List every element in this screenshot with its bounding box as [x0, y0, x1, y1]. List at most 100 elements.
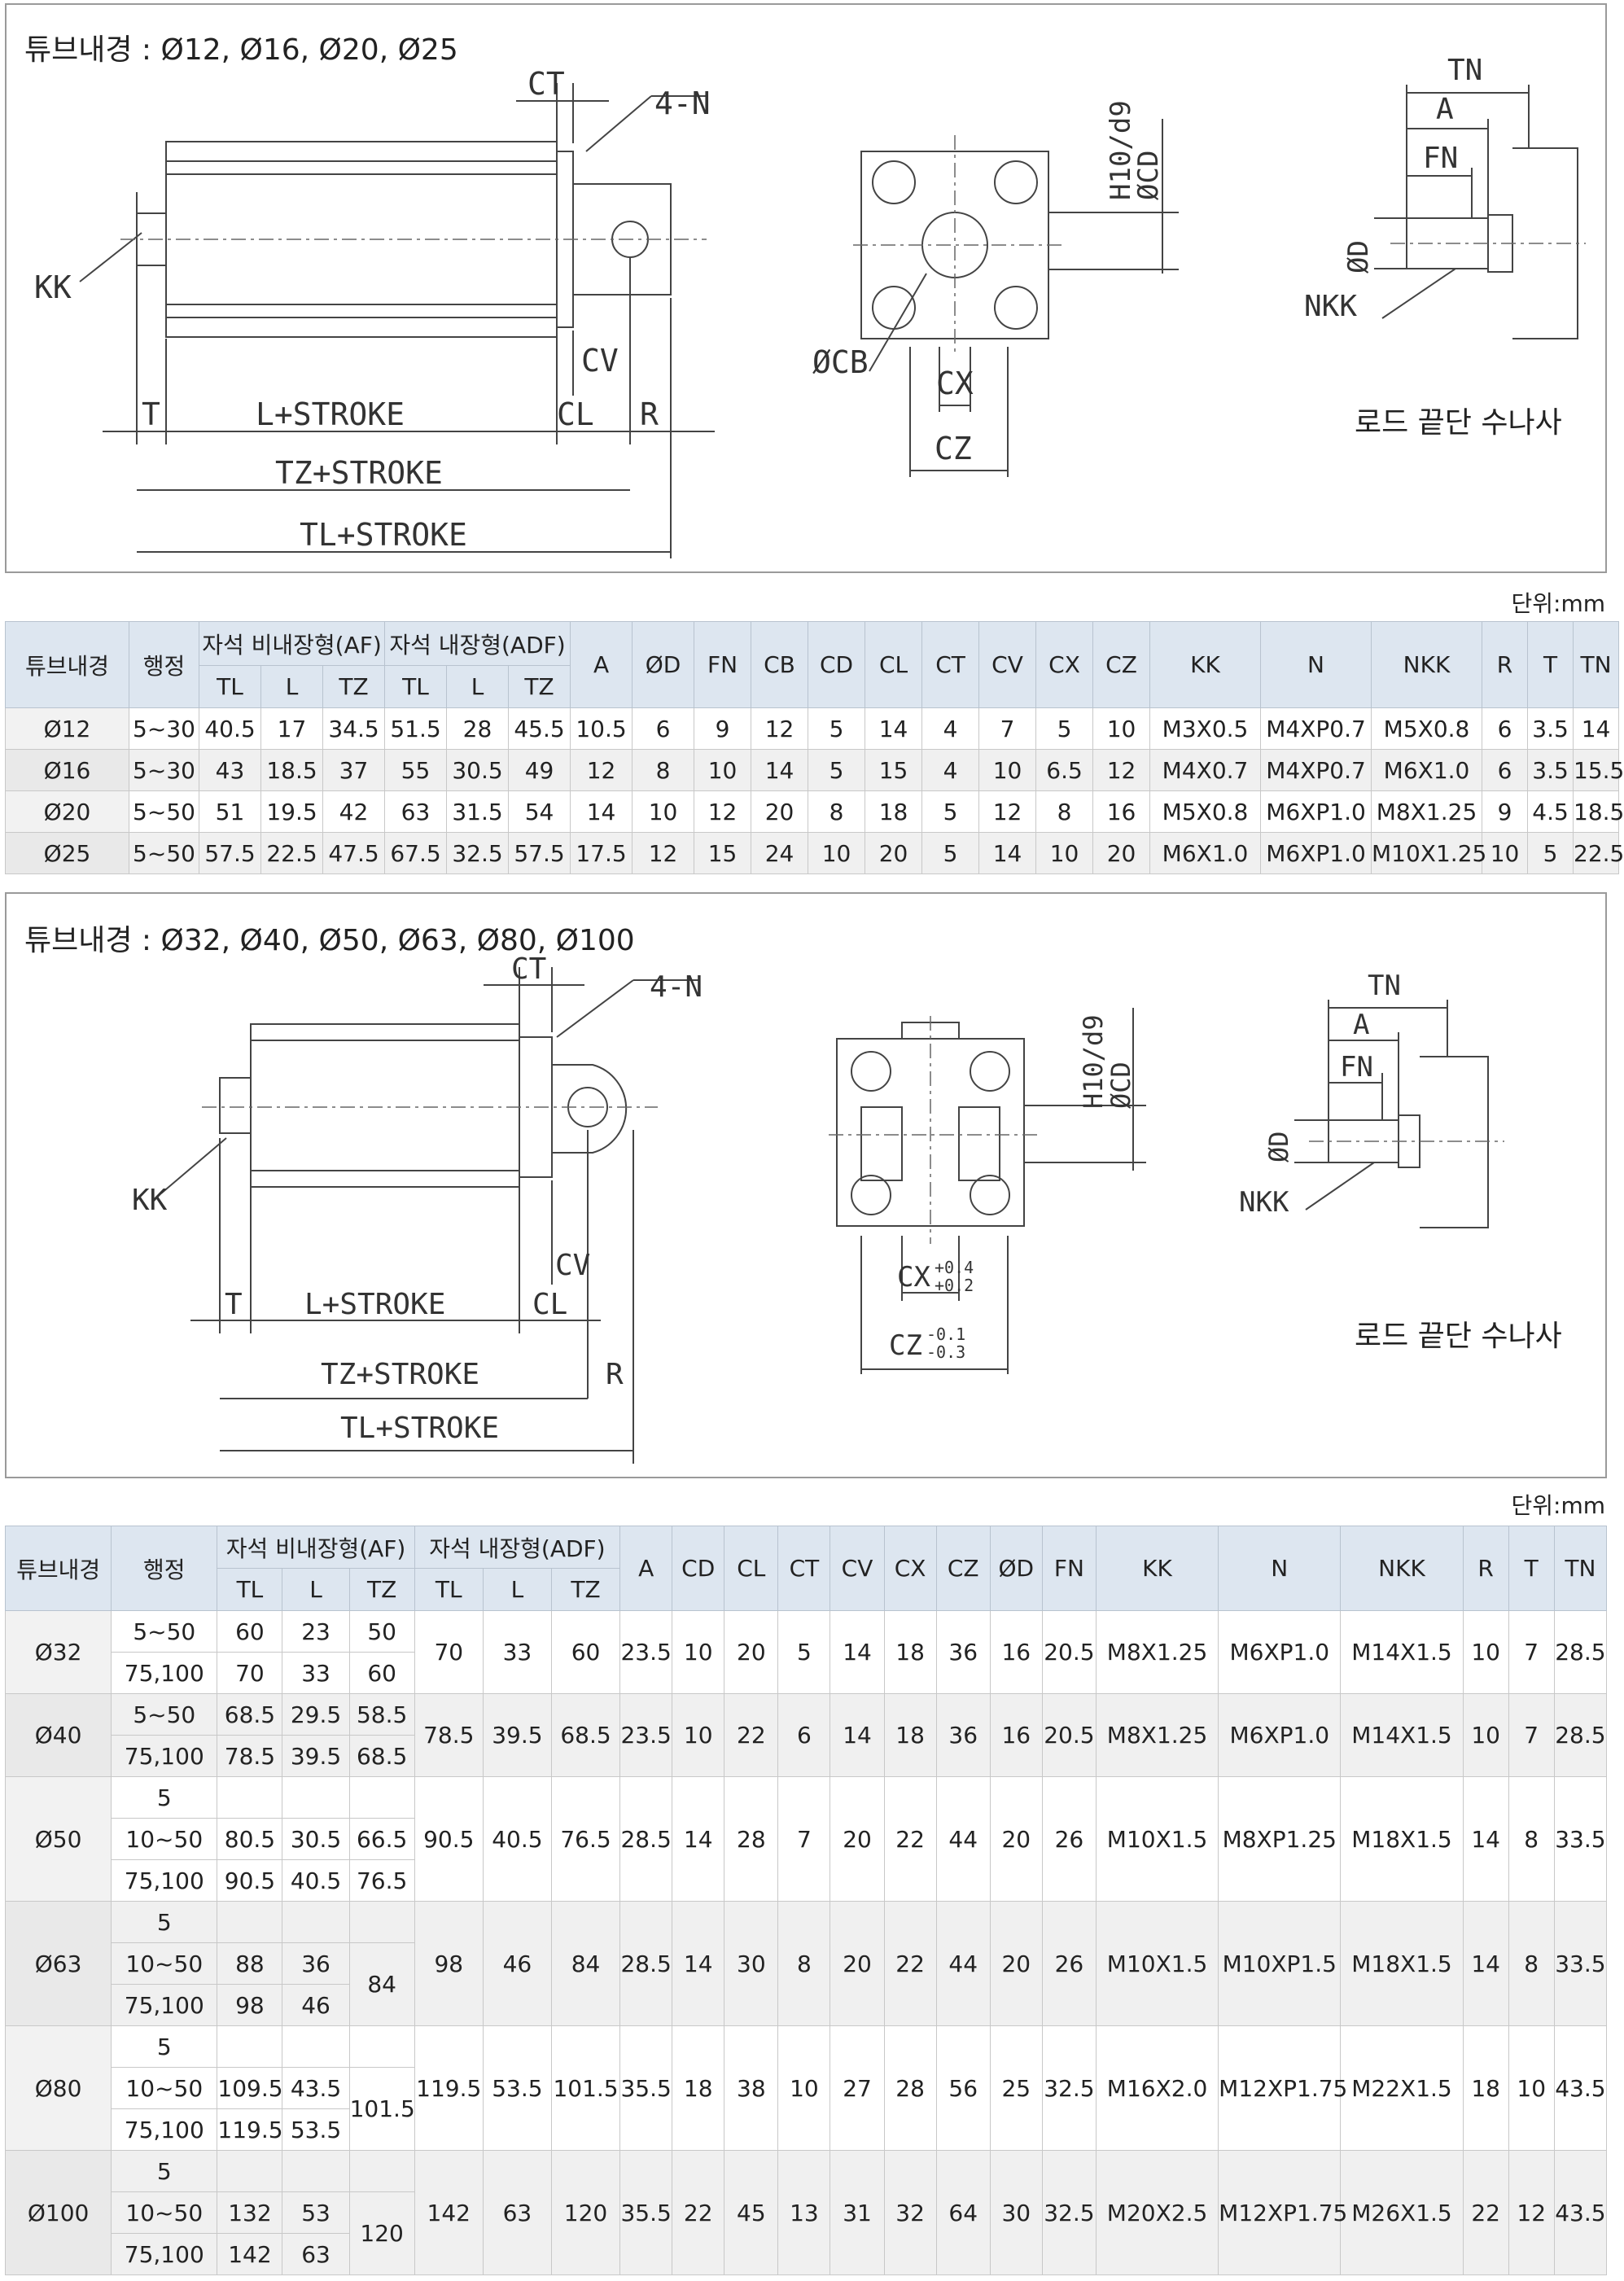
table-cell: M12XP1.75 — [1218, 2025, 1347, 2151]
header-col: ØD — [989, 1526, 1043, 1611]
header-sub: TZ — [507, 665, 571, 708]
table-cell: 60 — [217, 1610, 283, 1653]
table-cell: 88 — [217, 1942, 283, 1985]
table-cell: 40.5 — [282, 1859, 350, 1902]
label-a: A — [1436, 93, 1454, 126]
table-cell: 90.5 — [217, 1859, 283, 1902]
label-d: ØD — [1342, 240, 1375, 274]
header-col: TN — [1553, 1526, 1608, 1611]
table-cell: 4 — [921, 707, 980, 750]
table-cell: 35.5 — [619, 2150, 673, 2275]
table-cell: 10 — [978, 749, 1037, 791]
table-cell: 45.5 — [507, 707, 571, 750]
header-col: KK — [1095, 1526, 1219, 1611]
table-cell: 68.5 — [550, 1693, 621, 1777]
label-tz-stroke: TZ+STROKE — [275, 455, 443, 491]
table-cell: M18X1.5 — [1340, 1776, 1464, 1902]
label-ct: CT — [527, 66, 565, 102]
table-cell: 5 — [921, 790, 980, 833]
unit-label: 단위:mm — [1511, 590, 1605, 617]
table-cell: 4 — [921, 749, 980, 791]
header-sub: TL — [414, 1568, 484, 1611]
table-cell: 12 — [694, 790, 752, 833]
header-af: 자석 비내장형(AF) — [199, 621, 385, 666]
header-sub: L — [482, 1568, 552, 1611]
table-cell — [282, 2025, 350, 2068]
header-col: CT — [777, 1526, 831, 1611]
table-cell: 9 — [694, 707, 752, 750]
table-cell: 28.5 — [619, 1776, 673, 1902]
header-stroke: 행정 — [129, 621, 199, 708]
header-sub: L — [260, 665, 323, 708]
rod-end-caption: 로드 끝단 수나사 — [1355, 406, 1562, 440]
table-cell: 43 — [199, 749, 261, 791]
table-cell: 7 — [978, 707, 1037, 750]
cell-bore: Ø20 — [5, 790, 129, 833]
table-cell: 23 — [282, 1610, 350, 1653]
table-cell: 37 — [322, 749, 385, 791]
table-cell: 14 — [672, 1776, 725, 1902]
table-cell: 23.5 — [619, 1693, 673, 1777]
table-cell: M6XP1.0 — [1218, 1693, 1342, 1777]
table-cell: 101.5 — [348, 2067, 415, 2151]
table-cell: 28.5 — [1553, 1610, 1608, 1694]
table-cell: 75,100 — [111, 2108, 218, 2151]
table-cell: 24 — [751, 832, 809, 874]
table-cell: 84 — [348, 1942, 415, 2026]
table-cell: 28.5 — [1553, 1693, 1608, 1777]
table-cell: 14 — [865, 707, 923, 750]
table-cell: 33.5 — [1553, 1776, 1608, 1902]
header-sub: L — [282, 1568, 350, 1611]
table-cell: 29.5 — [282, 1693, 350, 1736]
header-col: TN — [1573, 621, 1620, 708]
table-cell: 58.5 — [348, 1693, 415, 1736]
table-cell: 32.5 — [1041, 2150, 1097, 2275]
label-cb: ØCB — [812, 344, 869, 380]
table-cell: 120 — [550, 2150, 621, 2275]
table-cell: 26 — [1041, 1776, 1097, 1902]
table-cell: 10 — [1035, 832, 1094, 874]
table-cell: 5 — [808, 707, 866, 750]
table-cell: 43.5 — [1553, 2025, 1608, 2151]
table-cell: 5 — [777, 1610, 831, 1694]
table-cell: 12 — [1508, 2150, 1555, 2275]
label-cx: CX — [936, 366, 974, 401]
table-cell: 68.5 — [348, 1735, 415, 1777]
table-cell: 142 — [217, 2233, 283, 2275]
label-fn: FN — [1423, 142, 1458, 175]
table-cell: 30.5 — [446, 749, 509, 791]
table-cell: 5 — [111, 1776, 218, 1819]
table-cell: 63 — [384, 790, 447, 833]
table-cell: 56 — [935, 2025, 991, 2151]
table-cell: 18 — [1462, 2025, 1509, 2151]
cell-bore: Ø100 — [4, 2150, 112, 2275]
table-cell: 30.5 — [282, 1818, 350, 1860]
table-cell: 7 — [777, 1776, 831, 1902]
table-cell: 17 — [260, 707, 323, 750]
label-cx-tol-lo: +0.2 — [935, 1276, 974, 1295]
header-af: 자석 비내장형(AF) — [217, 1526, 415, 1569]
table-cell: M20X2.5 — [1095, 2150, 1219, 2275]
header-sub: TL — [199, 665, 261, 708]
table-cell: 3.5 — [1527, 707, 1574, 750]
table-cell: M6XP1.0 — [1260, 790, 1372, 833]
table-cell: 142 — [414, 2150, 484, 2275]
cell-bore: Ø25 — [5, 832, 129, 874]
table-cell: 53.5 — [482, 2025, 552, 2151]
table-cell: M8XP1.25 — [1218, 1776, 1342, 1902]
table-cell: 8 — [632, 749, 695, 791]
table-cell — [217, 1776, 283, 1819]
table-cell: M8X1.25 — [1371, 790, 1483, 833]
table-cell: 109.5 — [217, 2067, 283, 2109]
table-cell: 76.5 — [348, 1859, 415, 1902]
label-tz-stroke: TZ+STROKE — [321, 1358, 479, 1391]
header-col: CZ — [1092, 621, 1151, 708]
